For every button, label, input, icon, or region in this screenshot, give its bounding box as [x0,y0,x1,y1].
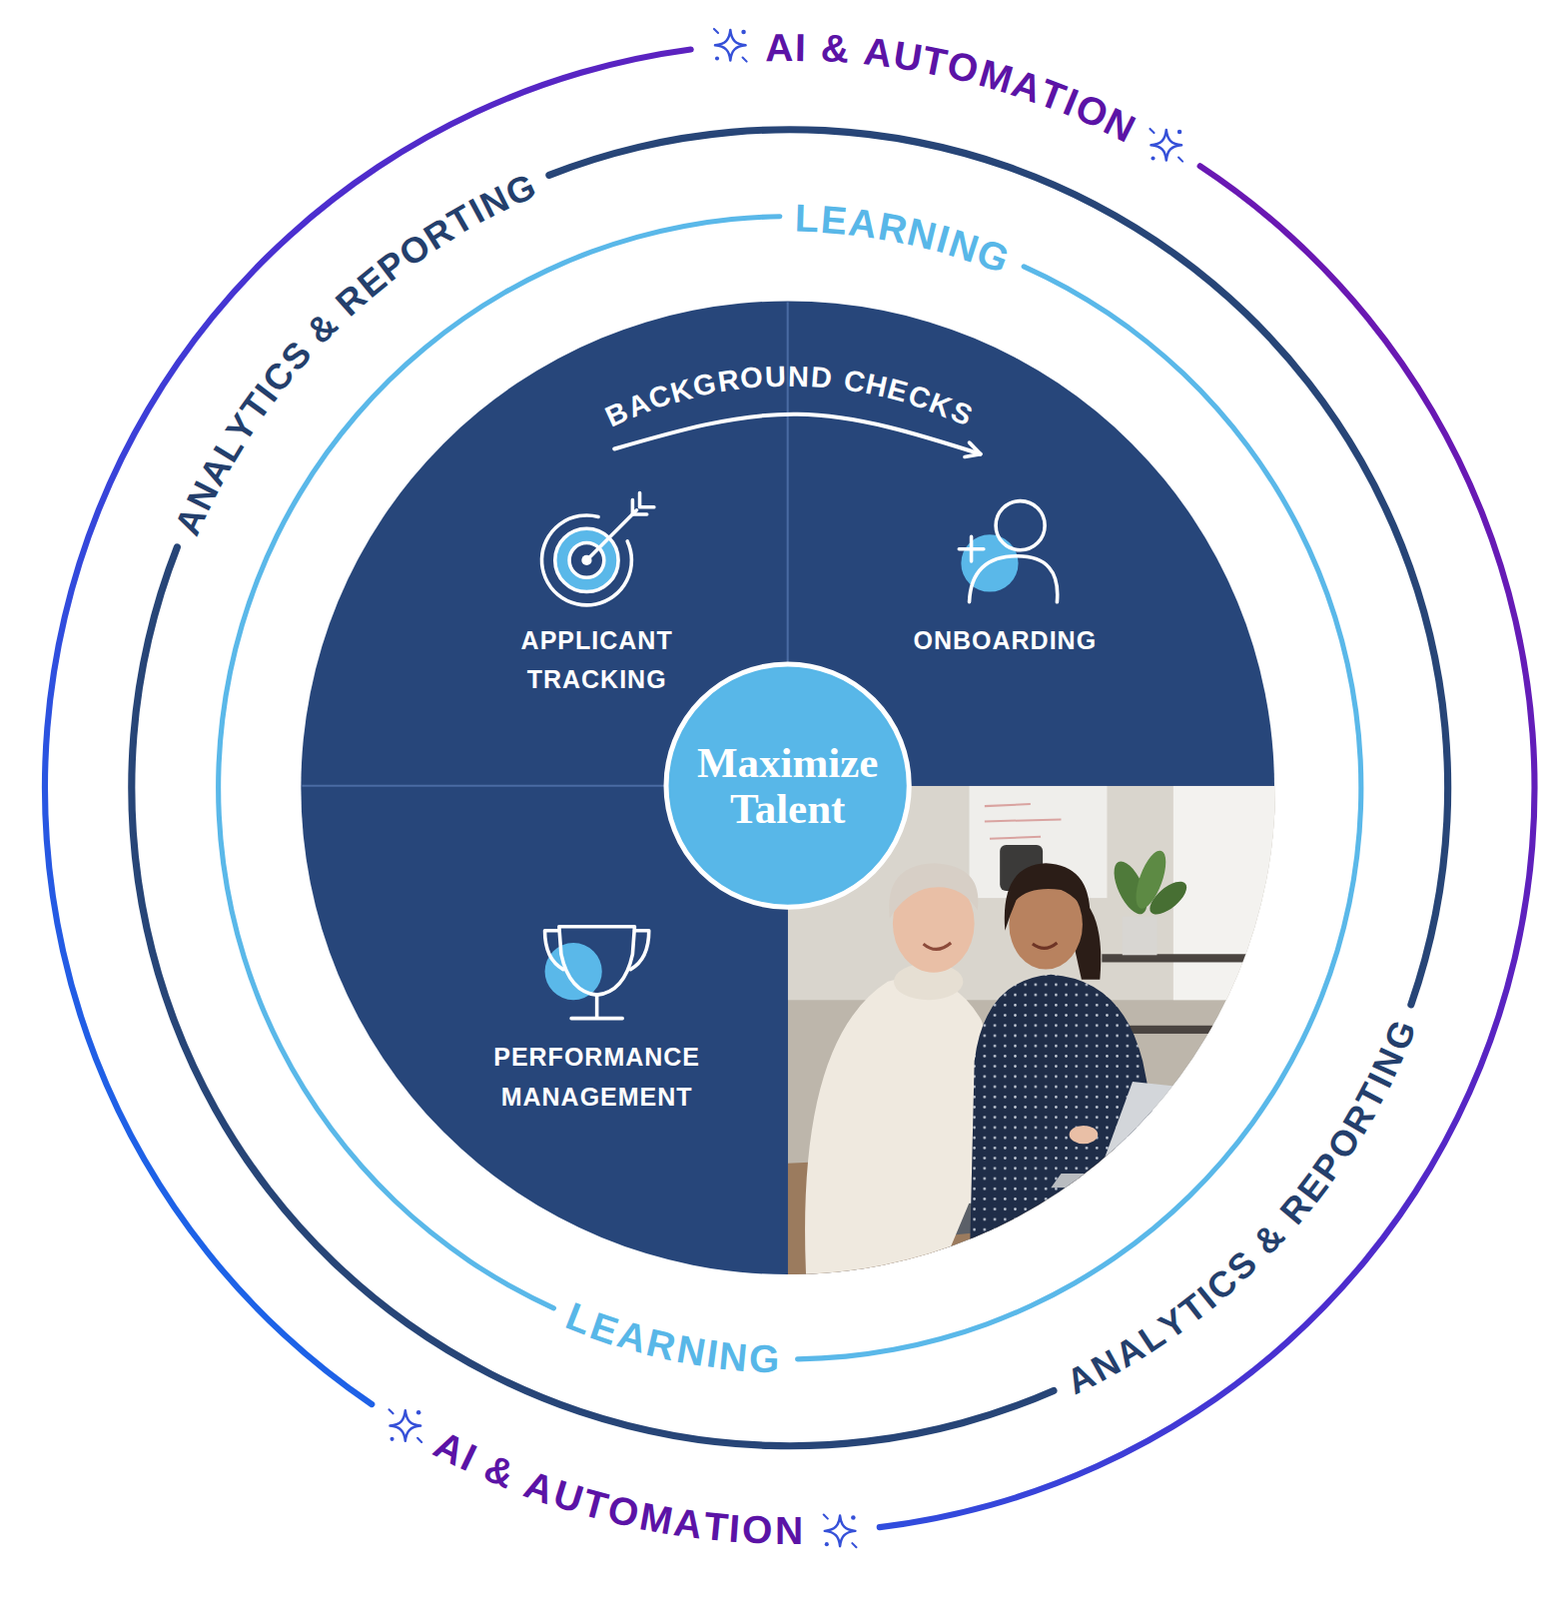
sparkle-ground [817,1508,863,1554]
target-arrow [586,510,637,561]
ring-label: ANALYTICS & REPORTING [1056,1008,1426,1403]
sparkle-dot [390,1437,395,1442]
glyph: U [764,359,788,394]
sparkle-star [824,1516,856,1548]
process-block: ONBOARDING [882,454,1128,668]
photo-laptop [1101,1081,1230,1176]
process-label: PERFORMANCE MANAGEMENT [474,1036,720,1117]
process-label: APPLICANT TRACKING [487,621,708,700]
sparkle-dot [824,1542,829,1547]
process-block: PERFORMANCE MANAGEMENT [474,897,720,1123]
icon-accent [545,942,603,1000]
photo-hand [1120,1149,1146,1166]
sparkle-dot [1150,155,1155,160]
person-body [969,556,1058,603]
glyph: N [775,1508,805,1554]
trophy-cup [559,926,636,995]
photo-hair [1004,862,1091,930]
sparkle-tick [823,1515,857,1549]
glyph: T [702,1503,733,1551]
sparkle-dot [741,29,746,34]
glyph: O [741,1507,776,1554]
sparkle-tick [388,1409,422,1443]
sparkle-ground [1143,122,1189,168]
quadrant-divider [301,784,666,787]
photo-shelf [1112,1025,1276,1034]
glyph: O [739,360,767,396]
glyph: N [787,359,812,394]
sparkle-icon [382,1403,428,1449]
glyph: A [765,23,796,69]
sparkle-icon [708,22,754,68]
process-block: APPLICANT TRACKING [487,449,708,707]
glyph: L [794,195,822,242]
process-label: ONBOARDING [882,621,1128,661]
photo-hand [1069,1125,1099,1144]
target-fletching [632,492,654,514]
sparkle-icon [817,1508,863,1554]
onboarding-icon [958,501,1057,603]
sparkle-ground [708,22,754,68]
photo-smile [923,942,952,949]
glyph: & [819,24,853,72]
sparkle-star [715,29,747,61]
ring-label: LEARNING [554,1293,793,1387]
sparkle-dot [715,56,720,61]
hub-fill [666,664,909,907]
sparkle-star [1150,129,1182,161]
photo-window [1173,785,1276,1001]
photo-pot [1122,915,1158,955]
person-head [995,501,1045,551]
photo-smile [1032,942,1058,948]
glyph: & [298,302,348,352]
trophy-icon [545,926,650,1019]
sparkle-dot [850,1515,855,1520]
hub-circle: Maximize Talent [663,661,912,910]
sparkle-ground [382,1403,428,1449]
plus-sign [958,536,984,562]
ring-label: AI & AUTOMATION [423,1421,817,1558]
edge-label: BACKGROUND CHECKS [598,356,982,435]
ring-label: ANALYTICS & REPORTING [165,163,547,546]
target-icon [542,492,655,605]
glyph: R [715,362,744,399]
photo-scribble [984,803,1062,839]
glyph: D [809,360,835,396]
photo-leaf [1144,875,1193,921]
sparkle-dot [1177,129,1182,134]
glyph: & [478,1445,524,1499]
flow-arrow [614,414,981,455]
glyph: & [1245,1213,1295,1262]
rings [41,45,1539,1531]
trophy-handle [545,930,650,970]
trophy-stem [571,994,623,1018]
glyph: E [818,196,851,244]
glyph: I [794,23,809,69]
glyph: G [748,1335,782,1382]
photo-hair [888,862,978,918]
sparkle-dot [416,1410,421,1415]
sparkle-tick [1149,128,1183,162]
sparkles [382,22,1189,1555]
photo-shelf [1101,953,1276,962]
hub-label: Maximize Talent [688,740,888,832]
sparkle-star [390,1410,422,1442]
glyph: A [671,1499,708,1549]
quadrant-divider [786,301,789,664]
glyph [806,24,821,70]
glyph: N [717,1332,752,1381]
ring-label: LEARNING [781,192,1022,284]
sparkle-icon [1143,122,1189,168]
photo-laptop [1050,1173,1217,1188]
ring-label: AI & AUTOMATION [753,19,1148,152]
sparkle-tick [714,28,748,62]
